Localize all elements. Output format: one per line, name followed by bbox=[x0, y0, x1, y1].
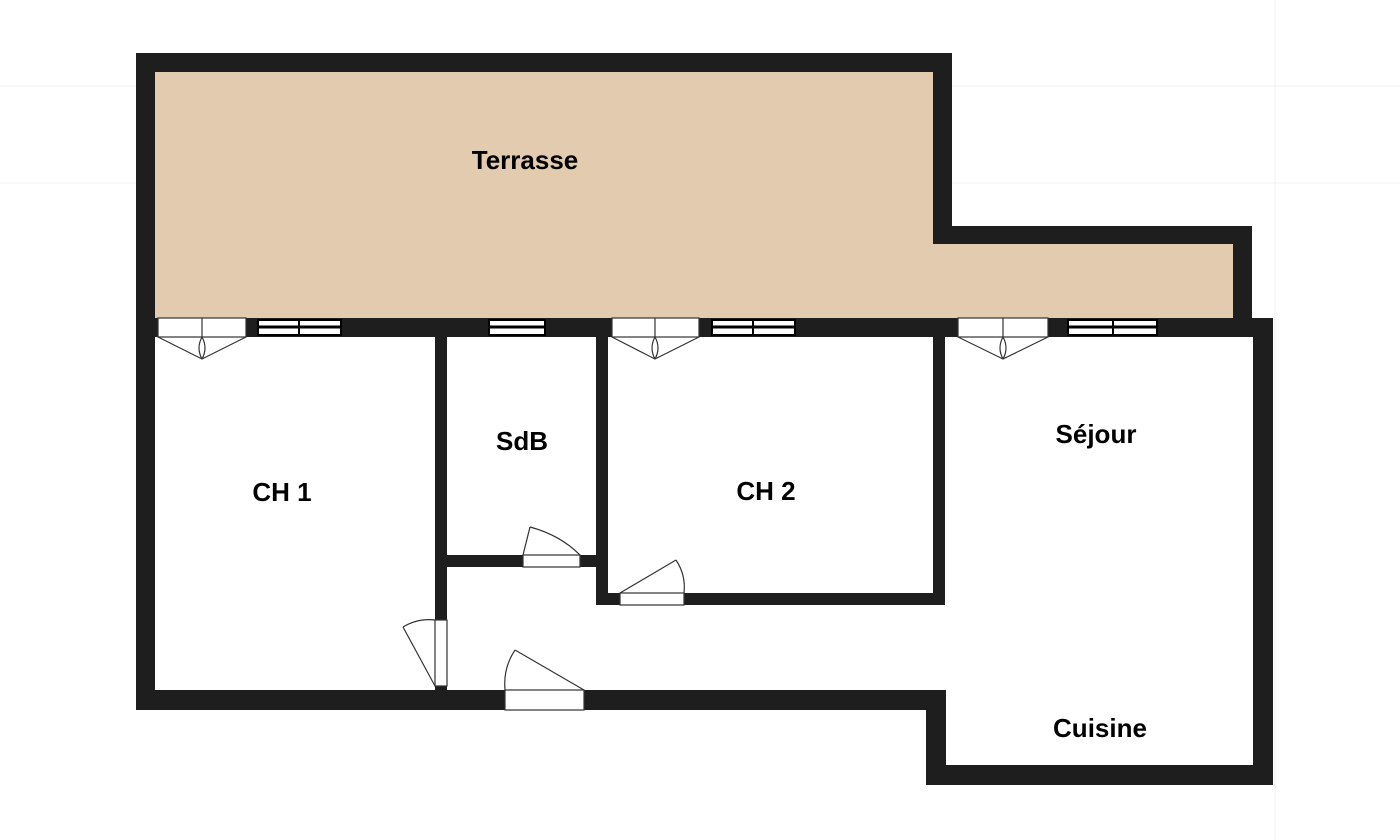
french-door-ch1 bbox=[157, 317, 247, 360]
french-door-ch2 bbox=[611, 317, 700, 360]
window-ch1 bbox=[257, 319, 342, 336]
door-ch1 bbox=[402, 619, 448, 687]
room-label-sejour: Séjour bbox=[1056, 419, 1137, 449]
door-entrance bbox=[504, 649, 585, 711]
interior-walls bbox=[435, 337, 945, 708]
outer-walls bbox=[136, 53, 1273, 785]
room-label-cuisine: Cuisine bbox=[1053, 713, 1147, 743]
french-door-sejour bbox=[957, 317, 1049, 360]
terrace-area bbox=[155, 72, 1233, 318]
interior-doors bbox=[402, 526, 685, 711]
window-ch2 bbox=[711, 319, 796, 336]
room-label-sdb: SdB bbox=[496, 426, 548, 456]
windows bbox=[257, 319, 1158, 336]
french-doors bbox=[157, 317, 1049, 360]
room-label-ch1: CH 1 bbox=[252, 477, 311, 507]
room-label-terrasse: Terrasse bbox=[472, 145, 579, 175]
room-label-ch2: CH 2 bbox=[736, 476, 795, 506]
window-sejour bbox=[1067, 319, 1158, 336]
window-sdb bbox=[488, 319, 546, 336]
door-ch2 bbox=[619, 559, 685, 606]
door-sdb bbox=[522, 526, 581, 568]
